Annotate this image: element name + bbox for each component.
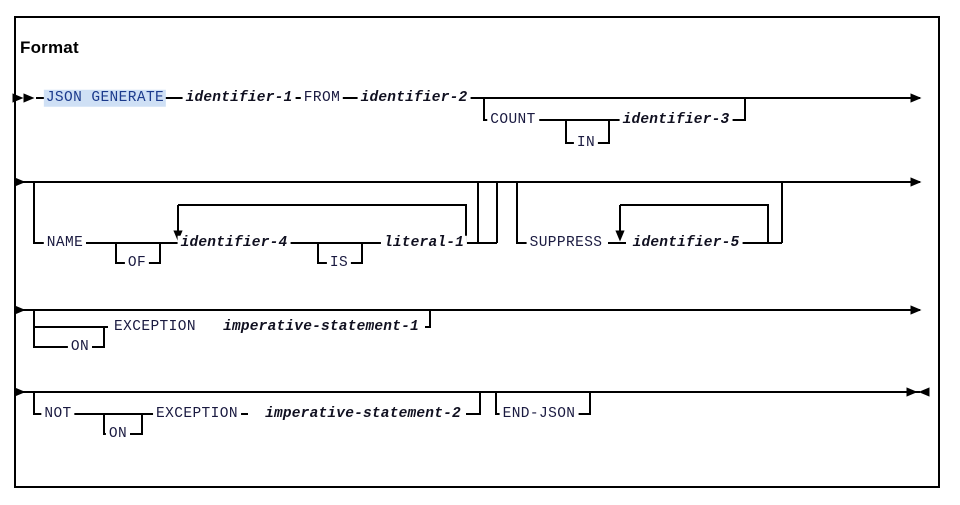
syntax-token-identifier-1: identifier-1	[182, 91, 296, 106]
syntax-token-count: COUNT	[487, 113, 539, 128]
syntax-token-name: NAME	[43, 236, 87, 251]
syntax-token-suppress: SUPPRESS	[526, 236, 606, 251]
syntax-token-on-2: ON	[105, 427, 131, 442]
syntax-token-identifier-5: identifier-5	[629, 236, 743, 251]
syntax-token-identifier-4: identifier-4	[177, 236, 291, 251]
syntax-token-identifier-3: identifier-3	[619, 113, 733, 128]
syntax-token-exception-2: EXCEPTION	[153, 407, 241, 422]
syntax-token-in: IN	[573, 136, 599, 151]
syntax-token-from: FROM	[300, 91, 344, 106]
syntax-token-end-json: END-JSON	[499, 407, 579, 422]
syntax-token-of: OF	[124, 256, 150, 271]
syntax-token-imperative-statement-1: imperative-statement-1	[220, 320, 422, 335]
syntax-token-on-1: ON	[67, 340, 93, 355]
syntax-token-json-generate: JSON GENERATE	[43, 89, 167, 107]
syntax-token-literal-1: literal-1	[380, 236, 468, 251]
syntax-token-exception-1: EXCEPTION	[111, 320, 199, 335]
syntax-token-imperative-statement-2: imperative-statement-2	[262, 407, 464, 422]
syntax-token-not: NOT	[41, 407, 75, 422]
page-title: Format	[20, 38, 79, 57]
syntax-token-is: IS	[326, 256, 352, 271]
syntax-token-identifier-2: identifier-2	[357, 91, 471, 106]
